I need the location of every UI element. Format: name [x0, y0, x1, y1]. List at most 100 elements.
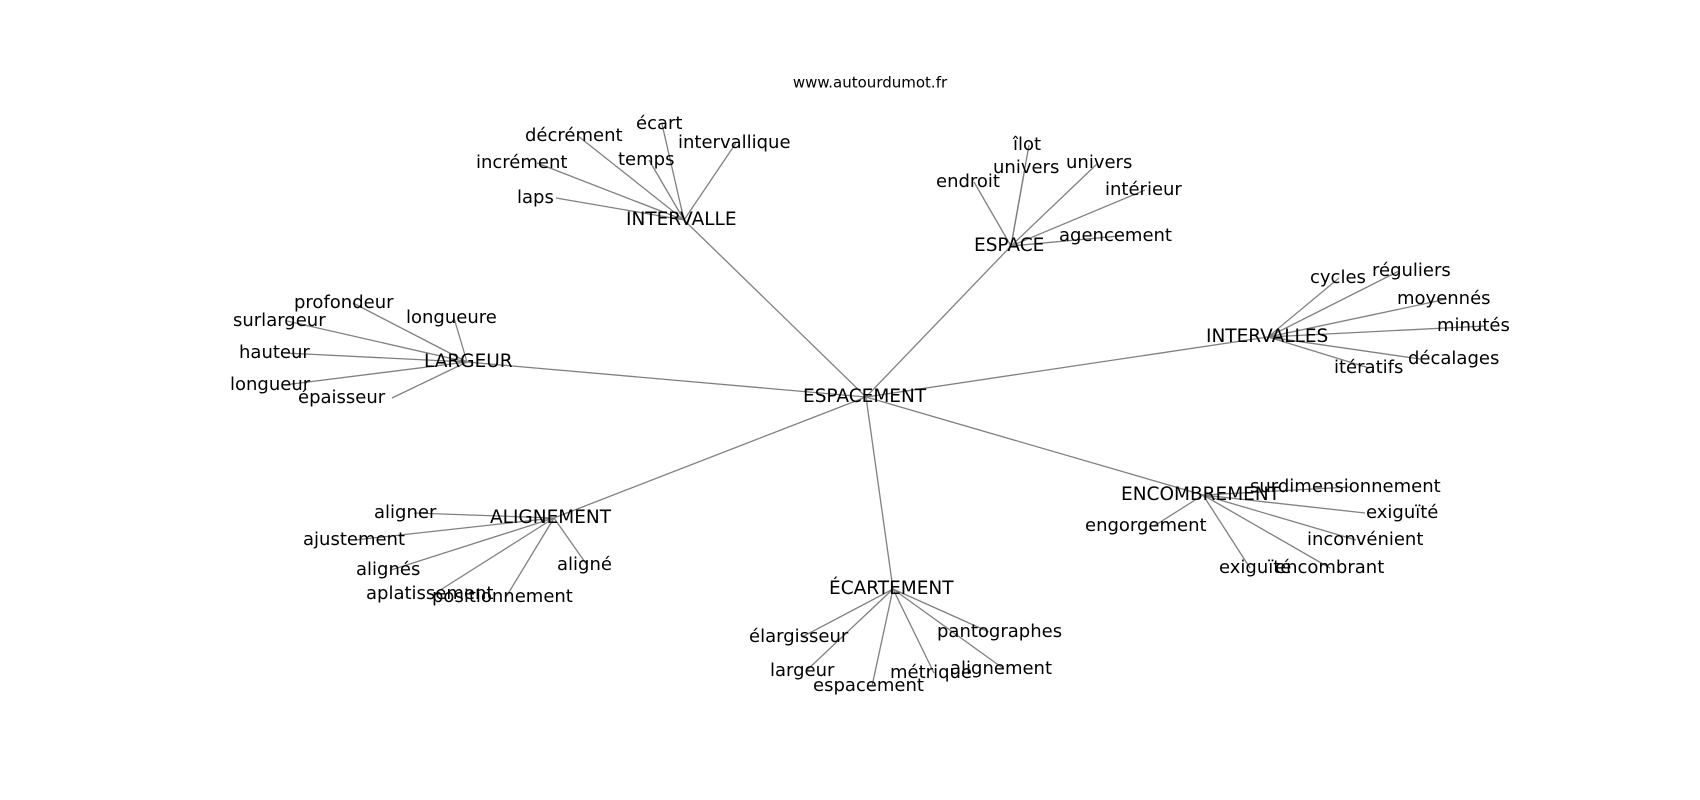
word-node-label[interactable]: élargisseur — [749, 626, 849, 647]
word-node-label[interactable]: endroit — [936, 171, 1000, 192]
edge-6-5 — [871, 588, 894, 687]
word-node-label[interactable]: laps — [517, 187, 554, 208]
word-node-label[interactable]: décalages — [1408, 348, 1499, 369]
word-node-label[interactable]: hauteur — [239, 342, 310, 363]
edge-5-1 — [1202, 494, 1366, 514]
word-node-label[interactable]: métrique — [890, 662, 972, 683]
word-node-label[interactable]: moyennés — [1397, 288, 1491, 309]
hub-node-label[interactable]: INTERVALLE — [626, 209, 737, 230]
root-node-label[interactable]: ESPACEMENT — [803, 386, 927, 407]
edge-0-0 — [577, 135, 685, 221]
word-node-label[interactable]: réguliers — [1372, 260, 1451, 281]
word-node-label[interactable]: profondeur — [294, 292, 394, 313]
edge-0-3 — [536, 162, 685, 221]
edge-root-3 — [865, 336, 1269, 398]
edge-3-0 — [1267, 277, 1340, 338]
edge-4-3 — [553, 517, 588, 566]
word-node-label[interactable]: agencement — [1059, 225, 1172, 246]
edge-5-2 — [1153, 494, 1204, 527]
edge-0-4 — [648, 159, 685, 221]
edge-root-2 — [466, 361, 867, 398]
word-node-label[interactable]: alignés — [356, 559, 420, 580]
word-node-label[interactable]: surdimensionnement — [1250, 476, 1441, 497]
word-node-label[interactable]: longueure — [406, 307, 497, 328]
word-node-label[interactable]: minutés — [1437, 315, 1510, 336]
word-node-label[interactable]: temps — [618, 149, 674, 170]
labels-layer: ESPACEMENT INTERVALLE décrément écartinterv… — [230, 113, 1510, 696]
edge-4-4 — [433, 517, 555, 595]
word-node-label[interactable]: largeur — [770, 660, 835, 681]
edge-3-2 — [1267, 298, 1448, 338]
hub-node-label[interactable]: ESPACE — [974, 235, 1044, 256]
edge-1-5 — [1010, 235, 1120, 247]
word-node-label[interactable]: surlargeur — [233, 310, 326, 331]
edge-root-6 — [865, 396, 894, 590]
hub-node-label[interactable]: LARGEUR — [424, 351, 513, 372]
word-node-label[interactable]: itératifs — [1334, 357, 1403, 378]
word-node-label[interactable]: alignement — [950, 658, 1052, 679]
word-node-label[interactable]: intervallique — [678, 132, 791, 153]
edge-2-3 — [284, 352, 468, 363]
word-node-label[interactable]: aplatissement — [366, 583, 493, 604]
hub-node-label[interactable]: ALIGNEMENT — [490, 507, 612, 528]
edge-5-3 — [1202, 494, 1357, 541]
word-node-label[interactable]: inconvénient — [1307, 529, 1423, 550]
word-node-label[interactable]: longueur — [230, 374, 311, 395]
word-node-label[interactable]: exiguïté — [1219, 557, 1291, 578]
word-node-label[interactable]: pantographes — [937, 621, 1062, 642]
edge-4-1 — [354, 517, 555, 541]
word-node-label[interactable]: décrément — [525, 125, 623, 146]
edge-5-0 — [1202, 486, 1351, 496]
word-node-label[interactable]: engorgement — [1085, 515, 1207, 536]
edge-0-5 — [555, 197, 685, 221]
edge-2-1 — [286, 320, 468, 363]
edge-1-4 — [1010, 189, 1146, 247]
word-node-label[interactable]: exiguïté — [1366, 502, 1438, 523]
edge-4-5 — [505, 517, 555, 598]
edge-2-5 — [391, 361, 468, 399]
edge-2-0 — [352, 302, 468, 363]
word-node-label[interactable]: cycles — [1310, 267, 1366, 288]
word-node-label[interactable]: positionnement — [432, 586, 573, 607]
edge-1-2 — [1010, 162, 1099, 247]
edge-1-1 — [1010, 167, 1026, 247]
edge-6-2 — [805, 588, 894, 672]
edge-0-2 — [683, 142, 737, 221]
edge-4-2 — [390, 517, 555, 571]
edge-6-4 — [892, 588, 1005, 670]
edge-5-5 — [1202, 494, 1331, 569]
edge-2-2 — [453, 317, 468, 363]
hub-node-label[interactable]: ENCOMBREMENT — [1121, 484, 1281, 505]
word-node-label[interactable]: îlot — [1012, 134, 1041, 155]
word-node-label[interactable]: aligner — [374, 502, 437, 523]
edge-4-0 — [413, 512, 555, 519]
word-node-label[interactable]: aligné — [557, 554, 612, 575]
word-node-label[interactable]: épaisseur — [298, 387, 386, 408]
edge-2-4 — [283, 361, 468, 386]
edge-root-0 — [683, 219, 867, 398]
word-node-label[interactable]: encombrant — [1275, 557, 1384, 578]
hub-node-label[interactable]: INTERVALLES — [1206, 326, 1328, 347]
word-node-label[interactable]: espacement — [813, 675, 924, 696]
edge-1-3 — [973, 181, 1012, 247]
edge-6-1 — [892, 588, 990, 633]
word-node-label[interactable]: univers — [993, 157, 1059, 178]
word-node-label[interactable]: écart — [636, 113, 682, 134]
site-label[interactable]: www.autourdumot.fr — [793, 74, 948, 92]
edge-6-3 — [892, 588, 935, 674]
word-node-label[interactable]: incrément — [476, 152, 567, 173]
word-node-label[interactable]: univers — [1066, 152, 1132, 173]
word-node-label[interactable]: ajustement — [303, 529, 405, 550]
edge-3-1 — [1267, 270, 1400, 338]
edge-5-4 — [1202, 494, 1251, 569]
edge-3-3 — [1267, 325, 1486, 338]
edge-3-5 — [1267, 336, 1370, 369]
edge-root-4 — [553, 396, 867, 519]
hub-node-label[interactable]: ÉCARTEMENT — [829, 577, 954, 599]
edge-root-1 — [865, 245, 1012, 398]
edge-0-1 — [661, 123, 685, 221]
edges-layer — [283, 123, 1486, 687]
edge-root-5 — [865, 396, 1204, 496]
word-node-label[interactable]: intérieur — [1105, 179, 1182, 200]
